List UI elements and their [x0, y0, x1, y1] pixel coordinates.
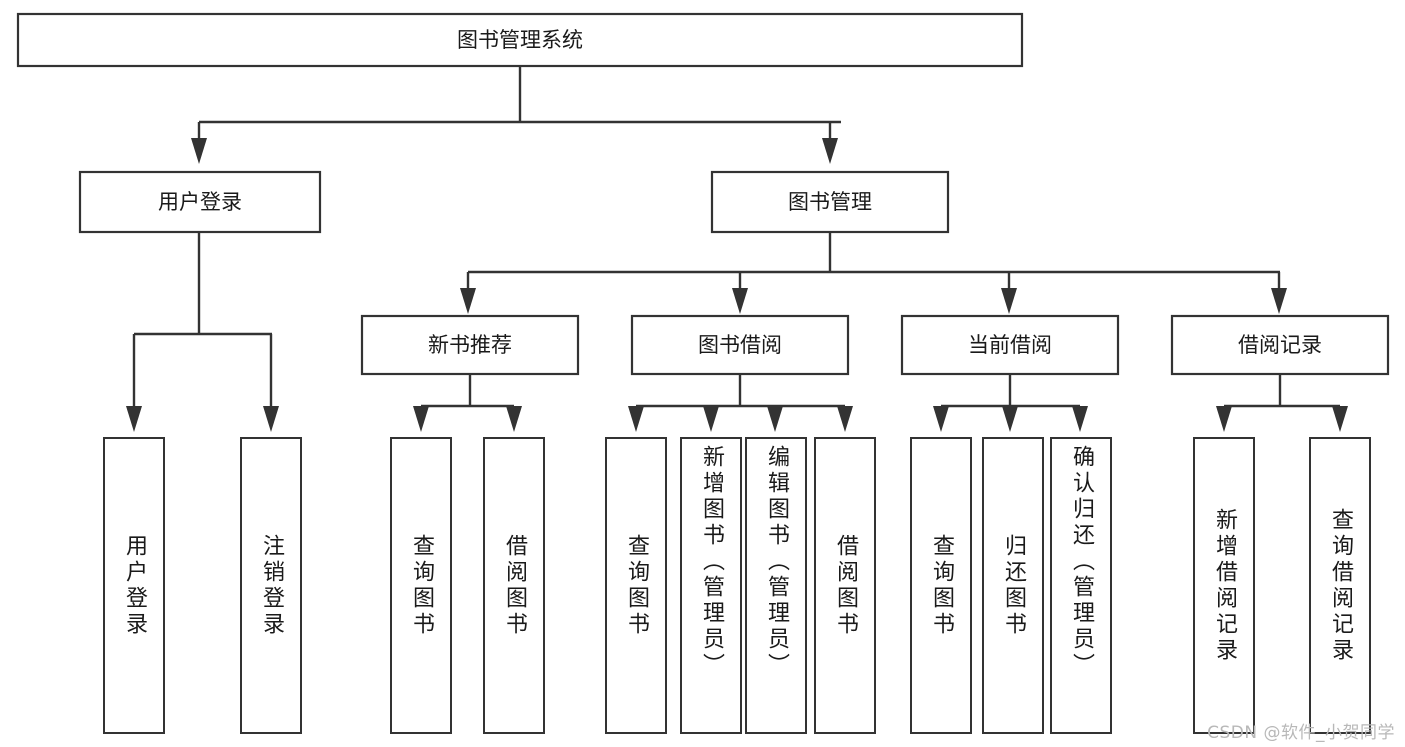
node-new-book-recommend-label: 新书推荐: [428, 333, 512, 357]
arrow-head-icon: [1216, 406, 1232, 432]
arrow-head-icon: [126, 406, 142, 432]
arrow-head-icon: [1332, 406, 1348, 432]
connector-book-management-to-level2: [460, 232, 1287, 314]
arrow-head-icon: [837, 406, 853, 432]
leaf-add-borrow-record-label: 新增借阅记录: [1212, 507, 1237, 664]
node-book-borrow[interactable]: 图书借阅: [630, 314, 850, 376]
leaf-query-book-current-label: 查询图书: [929, 533, 954, 638]
arrow-head-icon: [1001, 288, 1017, 314]
leaf-query-book-borrow-label: 查询图书: [624, 533, 649, 638]
node-book-borrow-label: 图书借阅: [698, 333, 782, 357]
arrow-head-icon: [703, 406, 719, 432]
arrow-head-icon: [933, 406, 949, 432]
connector-borrow-record-to-leaves: [1216, 374, 1348, 432]
connector-user-login-to-leaves: [126, 232, 279, 432]
connector-current-borrow-to-leaves: [933, 374, 1088, 432]
connector-book-borrow-to-leaves: [628, 374, 853, 432]
leaf-add-book-admin[interactable]: 新增图书（管理员）: [680, 437, 742, 734]
arrow-head-icon: [413, 406, 429, 432]
node-current-borrow-label: 当前借阅: [968, 333, 1052, 357]
leaf-query-book-newbook-label: 查询图书: [409, 533, 434, 638]
node-book-management[interactable]: 图书管理: [710, 170, 950, 234]
node-borrow-record-label: 借阅记录: [1238, 333, 1322, 357]
leaf-edit-book-admin[interactable]: 编辑图书（管理员）: [745, 437, 807, 734]
leaf-confirm-return-admin[interactable]: 确认归还（管理员）: [1050, 437, 1112, 734]
node-new-book-recommend[interactable]: 新书推荐: [360, 314, 580, 376]
arrow-head-icon: [628, 406, 644, 432]
arrow-head-icon: [767, 406, 783, 432]
leaf-query-borrow-record[interactable]: 查询借阅记录: [1309, 437, 1371, 734]
leaf-confirm-return-admin-label: 确认归还（管理员）: [1069, 445, 1094, 679]
connector-root-to-level1: [191, 66, 841, 164]
node-root-label: 图书管理系统: [457, 28, 583, 52]
leaf-logout-label: 注销登录: [259, 533, 284, 638]
leaf-borrow-book-borrow-label: 借阅图书: [833, 533, 858, 638]
node-user-login-label: 用户登录: [158, 190, 242, 214]
node-root[interactable]: 图书管理系统: [16, 12, 1024, 68]
arrow-head-icon: [506, 406, 522, 432]
node-book-management-label: 图书管理: [788, 190, 872, 214]
arrow-head-icon: [732, 288, 748, 314]
leaf-query-book-borrow[interactable]: 查询图书: [605, 437, 667, 734]
leaf-return-book[interactable]: 归还图书: [982, 437, 1044, 734]
leaf-edit-book-admin-label: 编辑图书（管理员）: [764, 445, 789, 679]
leaf-add-book-admin-label: 新增图书（管理员）: [699, 445, 724, 679]
connector-new-book-recommend-to-leaves: [413, 374, 522, 432]
leaf-borrow-book-newbook-label: 借阅图书: [502, 533, 527, 638]
arrow-head-icon: [460, 288, 476, 314]
leaf-return-book-label: 归还图书: [1001, 533, 1026, 638]
arrow-head-icon: [263, 406, 279, 432]
node-root-box[interactable]: [16, 12, 1024, 68]
node-borrow-record[interactable]: 借阅记录: [1170, 314, 1390, 376]
leaf-query-book-newbook[interactable]: 查询图书: [390, 437, 452, 734]
leaf-borrow-book-borrow[interactable]: 借阅图书: [814, 437, 876, 734]
leaf-query-book-current[interactable]: 查询图书: [910, 437, 972, 734]
arrow-head-icon: [191, 138, 207, 164]
leaf-user-login-label: 用户登录: [122, 533, 147, 638]
arrow-head-icon: [1271, 288, 1287, 314]
leaf-logout[interactable]: 注销登录: [240, 437, 302, 734]
node-current-borrow[interactable]: 当前借阅: [900, 314, 1120, 376]
leaf-query-borrow-record-label: 查询借阅记录: [1328, 507, 1353, 664]
arrow-head-icon: [1002, 406, 1018, 432]
node-user-login[interactable]: 用户登录: [78, 170, 322, 234]
leaf-user-login[interactable]: 用户登录: [103, 437, 165, 734]
arrow-head-icon: [822, 138, 838, 164]
leaf-borrow-book-newbook[interactable]: 借阅图书: [483, 437, 545, 734]
node-new-book-recommend-box[interactable]: [360, 314, 580, 376]
node-book-borrow-box[interactable]: [630, 314, 850, 376]
node-current-borrow-box[interactable]: [900, 314, 1120, 376]
arrow-head-icon: [1072, 406, 1088, 432]
leaf-add-borrow-record[interactable]: 新增借阅记录: [1193, 437, 1255, 734]
